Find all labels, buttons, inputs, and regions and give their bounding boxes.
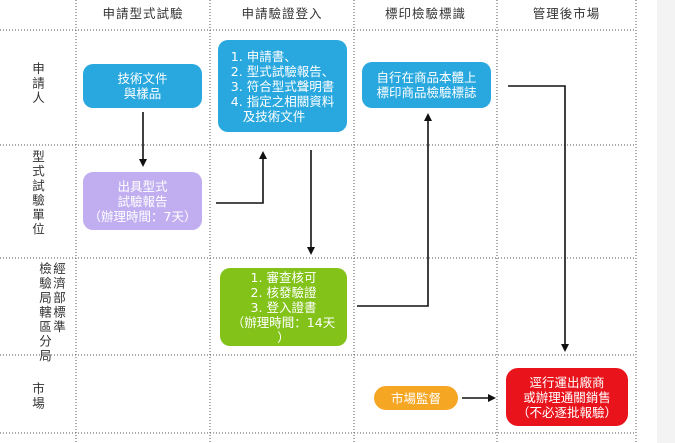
box-technical-docs-samples: 技術文件 與樣品 [83,64,202,108]
review-line-1: 1. 審查核可 [250,269,317,285]
box-export-sale: 逕行運出廠商 或辦理通關銷售 （不必逐批報驗） [506,368,628,426]
review-line-4: （辦理時間：14天 [231,314,336,330]
apply-docs-line-3: 3. 符合型式聲明書 [230,78,335,94]
box-application-documents: 1. 申請書、 2. 型式試驗報告、 3. 符合型式聲明書 4. 指定之相關資料… [218,40,347,132]
box-label-marking: 自行在商品本體上 標印商品檢驗標誌 [362,62,491,108]
tech-docs-line-2: 與樣品 [123,86,162,101]
review-line-5: ） [277,329,290,345]
right-scroll-rail [657,0,675,443]
apply-docs-line-5: 及技術文件 [230,108,306,124]
apply-docs-line-4: 4. 指定之相關資料 [230,93,335,109]
test-report-line-3: （辦理時間：7天） [88,208,197,224]
row-label-market: 市場 [30,382,45,411]
row-label-bureau-b: 檢驗局轄區分局 [37,262,52,364]
apply-docs-line-1: 1. 申請書、 [230,48,297,64]
export-sale-line-1: 逕行運出廠商 [529,374,605,390]
column-header-type-test: 申請型式試驗 [102,6,184,21]
review-line-3: 3. 登入證書 [250,299,317,315]
test-report-line-2: 試驗報告 [117,193,168,209]
review-line-2: 2. 核發驗證 [250,284,317,300]
box-review-certificate: 1. 審查核可 2. 核發驗證 3. 登入證書 （辦理時間：14天 ） [220,268,347,346]
export-sale-line-3: （不必逐批報驗） [516,404,617,420]
box-market-supervision: 市場監督 [374,386,458,410]
label-mark-line-2: 標印商品檢驗標誌 [376,85,477,100]
tech-docs-line-1: 技術文件 [117,71,168,86]
column-header-marking: 標印檢驗標識 [384,6,466,21]
column-header-registration: 申請驗證登入 [241,6,323,21]
apply-docs-line-2: 2. 型式試驗報告、 [230,63,335,79]
test-report-line-1: 出具型式 [117,178,168,194]
label-mark-line-1: 自行在商品本體上 [376,70,477,85]
column-header-post-market: 管理後市場 [532,6,601,21]
export-sale-line-2: 或辦理通關銷售 [523,389,611,405]
swimlane-grid [0,0,637,443]
row-label-test-lab: 型式試驗單位 [30,150,45,237]
box-test-report: 出具型式 試驗報告 （辦理時間：7天） [83,172,202,230]
row-label-bureau-a: 經濟部標準 [51,262,66,335]
row-label-applicant: 申請人 [30,62,45,106]
